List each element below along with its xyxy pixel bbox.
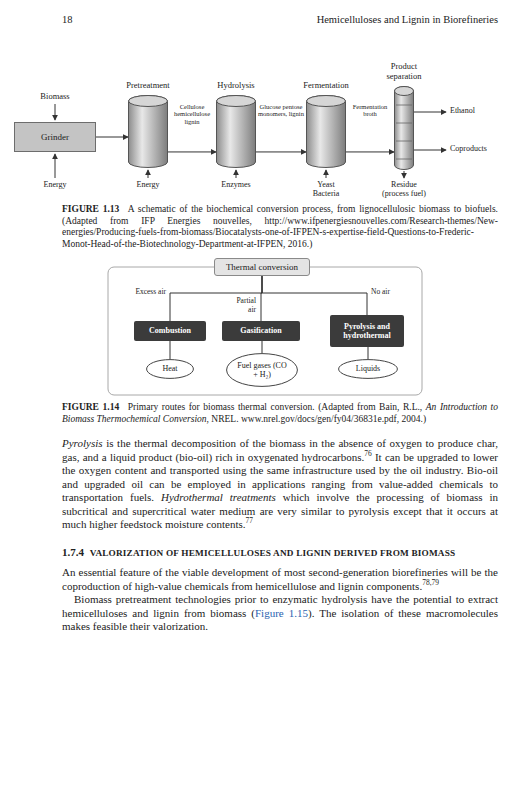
node-text: Gasification [240,326,281,335]
process-box: Gasification [222,321,300,341]
figure-frame [108,267,422,395]
column-plate [396,141,412,142]
output-label: Coproducts [450,144,510,153]
vessel-outline [128,95,168,168]
body-paragraph: An essential feature of the viable devel… [62,566,498,593]
vessel-outline [394,86,414,170]
process-box: Thermal conversion [214,258,310,276]
stage-heading: Product separation [373,62,435,82]
output-arrow [414,150,446,151]
input-label: Energy [30,180,80,189]
connector-label: Partial air [230,297,256,314]
output-label: Ethanol [450,106,510,115]
text-run: 78,79 [422,578,439,587]
connector-line [96,137,128,138]
vessel-body [307,96,346,168]
input-arrow [236,170,237,178]
stage-heading: Hydrolysis [201,81,271,91]
process-box: Grinder [14,122,96,152]
connector-label: Excess air [112,288,166,297]
product-oval: Fuel gases (CO + H₂) [226,353,298,387]
process-box: Combustion [134,321,206,341]
vessel-outline [306,95,346,168]
process-vessel: Product separation [394,86,414,170]
column-plate [396,159,412,160]
product-oval: Liquids [338,359,398,379]
node-text: Thermal conversion [226,262,298,272]
text-run: Hydrothermal treatments [161,491,276,503]
connector-label: Glucose pentose monomers, lignin [256,103,306,118]
process-box: Pyrolysis and hydrothermal [330,315,404,347]
input-label: Biomass [25,92,85,102]
connector-line [168,151,216,152]
section-heading: 1.7.4 VALORIZATION OF HEMICELLULOSES AND… [62,546,498,561]
text-run: Primary routes for biomass thermal conve… [128,402,423,412]
vessel-outline [216,95,256,168]
node-text: Fuel gases (CO + H₂) [236,361,288,379]
connector-label: No air [371,288,415,297]
node-text: Combustion [149,326,191,335]
connector-label: Fermentation broth [346,103,394,118]
output-label: Residue (process fuel) [377,180,431,198]
node-text: Liquids [356,364,380,373]
body-paragraph: Pyrolysis is the thermal decomposition o… [62,437,498,532]
vessel-body [217,96,256,168]
body-paragraph: Biomass pretreatment technologies prior … [62,593,498,634]
page-number: 18 [62,14,102,26]
figure-caption: FIGURE 1.14 Primary routes for biomass t… [62,402,498,425]
input-arrow [55,154,56,178]
column-plate [396,105,412,106]
text-run: 1.7.4 [62,546,84,558]
process-vessel: Hydrolysis [216,95,256,168]
vessel-top [217,96,256,107]
figure-caption: FIGURE 1.13 A schematic of the biochemic… [62,204,498,250]
output-arrow [414,112,446,113]
vessel-body [129,96,168,168]
connector-line [346,151,394,152]
text-run: 77 [246,516,253,525]
connector-line [262,276,367,315]
running-head: Hemicelluloses and Lignin in Biorefineri… [190,14,498,26]
node-text: Pyrolysis and hydrothermal [334,322,400,340]
column-plate [396,123,412,124]
text-run: Pyrolysis [62,437,103,449]
stage-heading: Fermentation [291,81,361,91]
connector-label: Cellulose hemicellulose lignin [168,103,216,125]
text-run: Figure 1.15 [255,607,308,619]
output-arrow [404,171,405,178]
text-run: A schematic of the biochemical conversio… [62,204,498,249]
vessel-body [395,87,414,170]
process-vessel: Pretreatment [128,95,168,168]
connector-line [256,151,306,152]
connector-line [170,341,171,359]
process-vessel: Fermentation [306,95,346,168]
input-label: Yeast Bacteria [306,180,346,198]
input-label: Enzymes [206,180,266,189]
vessel-top [307,96,346,107]
input-label: Energy [123,180,173,189]
node-text: Heat [162,364,177,373]
text-run: FIGURE 1.14 [62,402,119,412]
oval-shape [147,360,194,379]
feed-arrow [55,104,56,120]
input-arrow [148,170,149,178]
product-oval: Heat [146,359,194,379]
stage-heading: Pretreatment [113,81,183,91]
connector-line [368,347,369,359]
text-run: VALORIZATION OF HEMICELLULOSES AND LIGNI… [90,548,456,558]
vessel-top [395,87,414,96]
text-run: 76 [364,449,371,458]
vessel-top [129,96,168,107]
oval-shape [339,360,398,379]
oval-shape [227,354,298,387]
text-run: FIGURE 1.13 [62,204,119,214]
node-text: Grinder [41,132,69,142]
connector-line [170,276,262,321]
text-run: , NREL. www.nrel.gov/docs/gen/fy04/36831… [207,414,426,424]
input-arrow [326,170,327,178]
connector-line [262,341,263,353]
